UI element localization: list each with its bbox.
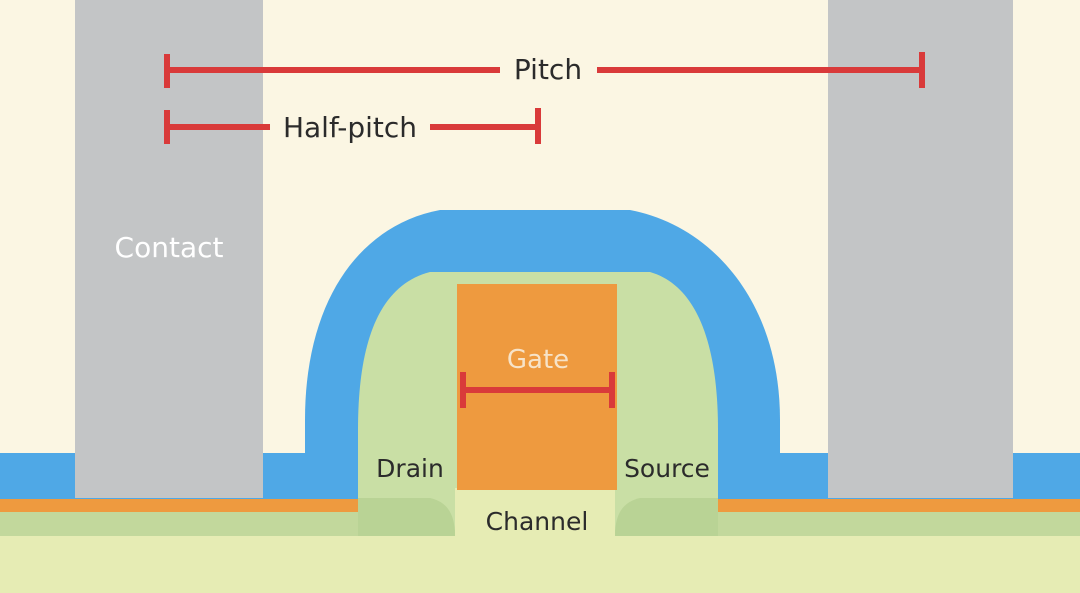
drain-foot (358, 498, 455, 536)
drain-label: Drain (376, 454, 444, 483)
gate-length-dimension (460, 372, 615, 408)
pitch-dimension (164, 52, 925, 88)
orange-stripe-right (718, 499, 1080, 512)
source-foot (615, 498, 718, 536)
channel-region (455, 488, 615, 536)
orange-stripe-left (0, 499, 358, 512)
source-label: Source (624, 454, 710, 483)
half-pitch-dimension (164, 108, 541, 144)
gate-label: Gate (507, 345, 569, 375)
contact-label: Contact (115, 231, 224, 264)
channel-label: Channel (486, 507, 589, 536)
pitch-label: Pitch (514, 53, 582, 86)
half-pitch-label: Half-pitch (283, 111, 417, 144)
